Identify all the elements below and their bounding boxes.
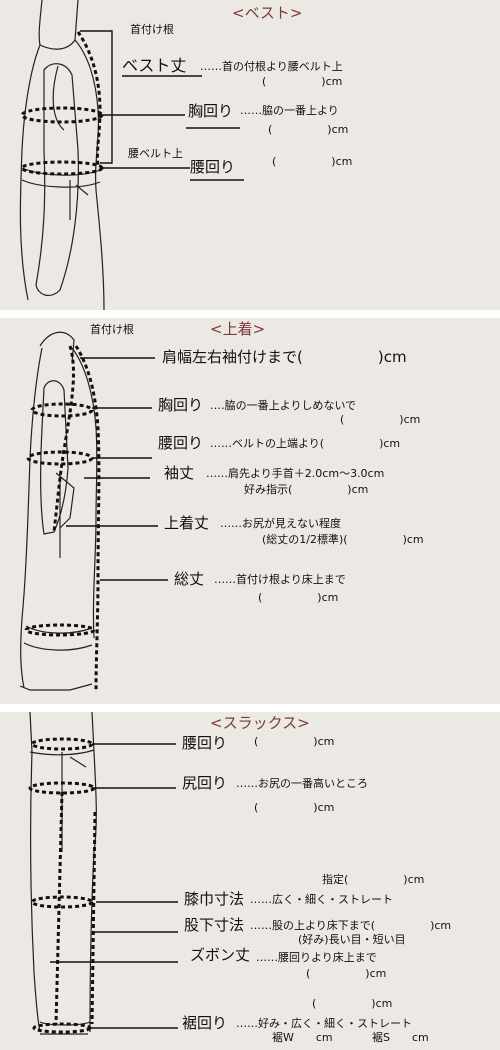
- jacket-neck-base-label: 首付け根: [90, 323, 134, 336]
- vest-length-note: ……首の付根より腰ベルト上: [200, 60, 343, 73]
- vest-chest-unit: ( )cm: [268, 123, 349, 136]
- slacks-hip-label: 尻回り: [182, 774, 228, 792]
- slacks-knee-note: ‥‥‥広く・細く・ストレート: [250, 893, 394, 906]
- vest-waist-unit: ( )cm: [272, 155, 353, 168]
- jacket-chest-label: 胸回り: [158, 396, 204, 414]
- jacket-total-label: 総丈: [174, 570, 205, 588]
- slacks-hem-unit: ( )cm: [312, 997, 393, 1010]
- jacket-sleeve-note: ‥‥‥肩先より手首＋2.0cm～3.0cm: [206, 467, 385, 480]
- slacks-waist-label: 腰回り: [182, 734, 228, 752]
- vest-panel: <ベスト> 首付け根 ベスト丈 ……首の付根より腰ベルト上 ( )cm 胸回り …: [0, 0, 500, 310]
- slacks-hip-note: ‥‥‥お尻の一番高いところ: [236, 777, 369, 790]
- slacks-title: <スラックス>: [210, 714, 310, 732]
- vest-chest-label: 胸回り: [188, 102, 234, 120]
- jacket-chest-note: ‥‥脇の一番上よりしめないで: [210, 399, 357, 412]
- vest-waist-belt-label: 腰ベルト上: [128, 147, 183, 160]
- jacket-length-note: ‥‥‥お尻が見えない程度: [220, 517, 342, 530]
- slacks-trouser-length-note: ‥‥‥腰回りより床上まで: [256, 951, 377, 964]
- slacks-waist-unit: ( )cm: [254, 735, 335, 748]
- slacks-inseam-note2: (好み)長い目・短い目: [298, 933, 406, 946]
- slacks-inseam-note: ‥‥‥股の上より床下まで( )cm: [250, 919, 452, 932]
- vest-chest-note: ……脇の一番上より: [240, 104, 339, 117]
- slacks-hem-label: 裾回り: [182, 1014, 228, 1032]
- jacket-length-label: 上着丈: [164, 514, 210, 532]
- slacks-panel: <スラックス> 腰回り ( )cm 尻回り ‥‥‥お尻の一番高いところ ( )c…: [0, 712, 500, 1050]
- slacks-trouser-length-unit: ( )cm: [306, 967, 387, 980]
- jacket-chest-unit: ( )cm: [340, 413, 421, 426]
- jacket-total-note: ‥‥‥首付け根より床上まで: [214, 573, 346, 586]
- vest-length-unit: ( )cm: [262, 75, 343, 88]
- jacket-sleeve-note2: 好み指示( )cm: [244, 483, 369, 496]
- vest-figure-illustration: [19, 0, 244, 310]
- jacket-title: <上着>: [210, 320, 266, 338]
- vest-length-label: ベスト丈: [122, 56, 187, 75]
- slacks-hem-s: 裾S cm: [372, 1031, 429, 1044]
- slacks-hip-unit: ( )cm: [254, 801, 335, 814]
- slacks-hem-note: ‥‥‥好み・広く・細く・ストレート: [236, 1017, 413, 1030]
- jacket-figure-illustration: [19, 331, 168, 691]
- slacks-inseam-label: 股下寸法: [184, 916, 245, 934]
- jacket-waist-note: ‥‥‥ベルトの上端より( )cm: [210, 437, 401, 450]
- slacks-knee-label: 膝巾寸法: [184, 890, 245, 908]
- slacks-knee-spec: 指定( )cm: [322, 873, 425, 886]
- jacket-sleeve-label: 袖丈: [164, 464, 195, 482]
- vest-neck-base-label: 首付け根: [130, 23, 174, 36]
- jacket-waist-label: 腰回り: [158, 434, 204, 452]
- slacks-figure-illustration: [28, 712, 178, 1035]
- slacks-hem-w: 裾W cm: [272, 1031, 333, 1044]
- jacket-total-unit: ( )cm: [258, 591, 339, 604]
- vest-title: <ベスト>: [232, 4, 303, 22]
- slacks-trouser-length-label: ズボン丈: [190, 946, 251, 964]
- jacket-shoulder-label: 肩幅左右袖付けまで( )cm: [162, 348, 407, 366]
- jacket-panel: <上着> 首付け根 肩幅左右袖付けまで( )cm 胸回り ‥‥脇の一番上よりしめ…: [0, 318, 500, 704]
- jacket-length-note2: (総丈の1/2標準)( )cm: [262, 533, 424, 546]
- vest-waist-label: 腰回り: [190, 158, 236, 176]
